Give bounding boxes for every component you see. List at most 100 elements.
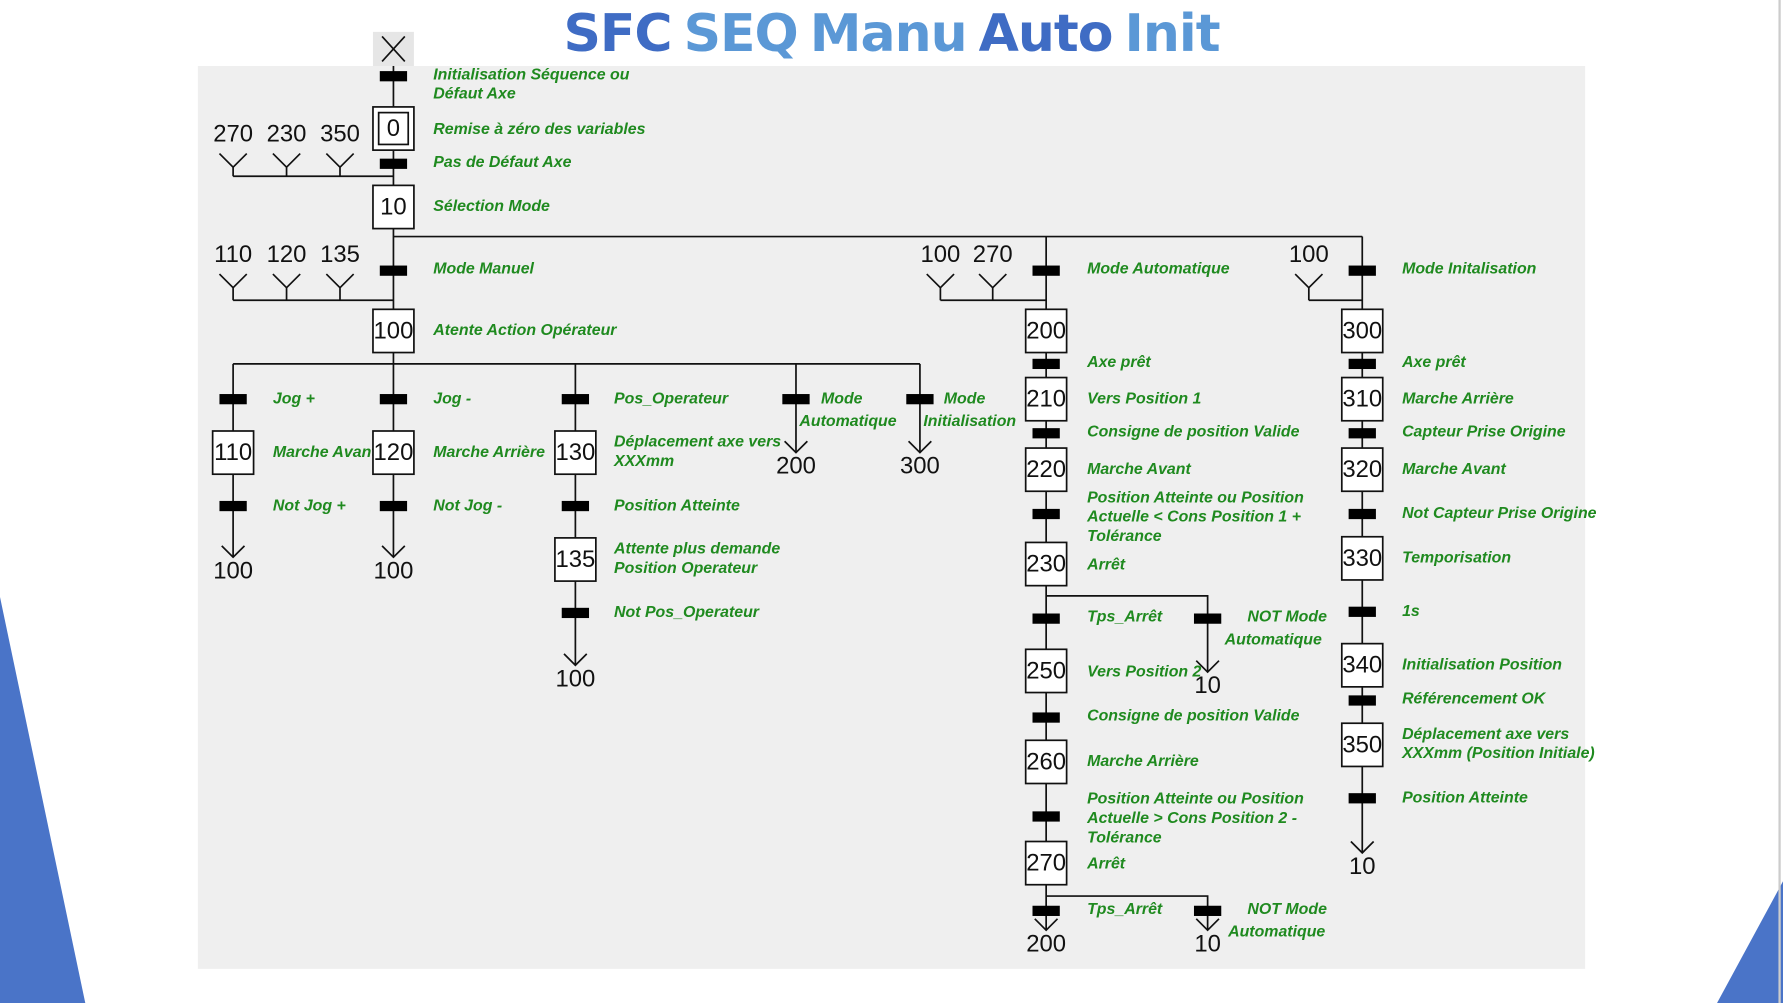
transition-label: Défaut Axe: [433, 86, 516, 103]
transition-label: Mode: [821, 390, 863, 407]
step-320-box: [1340, 447, 1384, 493]
jump-in-connector-icon: [978, 273, 1007, 301]
transition-label: Automatique: [798, 413, 896, 430]
step-10-number: 10: [380, 193, 407, 220]
step-135-label: Position Operateur: [614, 560, 758, 577]
step-250-box: [1024, 648, 1068, 694]
step-270-number: 270: [1026, 850, 1066, 877]
transition-label: 1s: [1402, 603, 1420, 620]
link-line: [1046, 595, 1209, 673]
transition-label: NOT Mode: [1247, 609, 1327, 626]
step-200-box: [1024, 308, 1068, 354]
title-part-auto: Auto: [978, 4, 1114, 64]
step-110-number: 110: [214, 439, 252, 466]
right-decoration-triangle: [1717, 881, 1783, 1003]
step-310-box: [1340, 376, 1384, 422]
jump-to-step-300: 300: [900, 453, 940, 480]
step-100-label: Atente Action Opérateur: [432, 322, 617, 339]
transition-bar: [561, 394, 590, 405]
step-230-box: [1024, 541, 1068, 587]
step-210-label: Vers Position 1: [1087, 390, 1201, 407]
step-350-number: 350: [1342, 731, 1382, 758]
step-130-number: 130: [555, 439, 595, 466]
step-250-number: 250: [1026, 657, 1066, 684]
jump-arrow-icon: [221, 545, 246, 559]
transition-bar: [906, 394, 934, 405]
transition-label: Position Atteinte: [1402, 789, 1528, 806]
transition-label: Tps_Arrêt: [1087, 609, 1163, 626]
jump-to-step-200: 200: [776, 453, 816, 480]
jump-from-step-120: 120: [267, 241, 307, 268]
transition-label: Tolérance: [1087, 528, 1162, 545]
transition-bar: [379, 265, 408, 276]
step-120-box: [372, 430, 415, 476]
transition-bar: [1032, 905, 1060, 916]
step-260-box: [1024, 739, 1068, 785]
step-270-box: [1024, 840, 1068, 886]
transition-label: Tps_Arrêt: [1087, 901, 1163, 918]
step-340-box: [1340, 642, 1384, 688]
jump-in-connector-icon: [218, 152, 248, 177]
transition-label: Position Atteinte: [614, 497, 740, 514]
transition-bar: [219, 394, 247, 405]
step-340-number: 340: [1342, 652, 1382, 679]
step-260-label: Marche Arrière: [1087, 753, 1199, 770]
step-320-number: 320: [1342, 456, 1382, 483]
transition-label: Initialisation Séquence ou: [433, 66, 629, 83]
jump-in-connector-icon: [325, 152, 355, 177]
transition-label: Position Atteinte ou Position: [1087, 489, 1304, 506]
jump-arrow-icon: [1195, 660, 1220, 674]
transition-bar: [1348, 358, 1376, 370]
step-220-box: [1024, 447, 1068, 493]
transition-bar: [1032, 712, 1060, 723]
step-120-number: 120: [374, 439, 414, 466]
transition-bar: [1348, 508, 1376, 520]
step-135-number: 135: [555, 546, 595, 573]
transition-label: Actuelle > Cons Position 2 -: [1086, 810, 1297, 827]
jump-from-step-230: 230: [267, 121, 307, 148]
transition-bar: [1193, 613, 1222, 624]
transition-label: Mode Automatique: [1087, 261, 1230, 278]
step-200-number: 200: [1026, 317, 1066, 344]
transition-bar: [219, 500, 247, 512]
step-230-label: Arrêt: [1086, 556, 1126, 573]
left-decoration-triangle: [0, 597, 86, 1003]
step-110-box: [211, 430, 255, 476]
transition-bar: [1348, 428, 1376, 439]
step-0-box: [372, 106, 415, 151]
initial-x-icon: [381, 35, 406, 63]
transition-bar: [561, 607, 590, 619]
jump-from-step-100: 100: [1289, 241, 1329, 268]
jump-to-step-200: 200: [1026, 930, 1066, 957]
step-120-label: Marche Arrière: [433, 444, 545, 461]
jump-from-step-350: 350: [320, 121, 360, 148]
title-part-sfc: SFC: [563, 4, 672, 64]
transition-label: Axe prêt: [1401, 354, 1466, 371]
jump-from-step-135: 135: [320, 241, 360, 268]
jump-in-connector-icon: [218, 273, 248, 301]
step-270-label: Arrêt: [1086, 855, 1126, 872]
transition-label: Not Jog -: [433, 497, 502, 514]
transition-label: Not Pos_Operateur: [614, 604, 760, 621]
transition-label: Mode Manuel: [433, 261, 534, 278]
step-250-label: Vers Position 2: [1087, 663, 1201, 680]
step-220-number: 220: [1026, 456, 1066, 483]
transition-label: Pos_Operateur: [614, 390, 729, 407]
jump-from-step-270: 270: [973, 241, 1013, 268]
step-230-number: 230: [1026, 550, 1066, 577]
transition-label: Mode: [944, 390, 986, 407]
step-10-label: Sélection Mode: [433, 198, 550, 215]
link-line: [1046, 895, 1209, 931]
transition-label: Tolérance: [1087, 829, 1162, 846]
jump-in-connector-icon: [1294, 273, 1324, 301]
transition-label: Actuelle < Cons Position 1 +: [1086, 509, 1301, 526]
transition-bar: [782, 394, 810, 405]
step-100-box: [372, 308, 415, 354]
transition-bar: [1032, 508, 1060, 520]
step-220-label: Marche Avant: [1087, 461, 1191, 478]
jump-to-step-10: 10: [1349, 853, 1376, 880]
jump-to-step-10: 10: [1194, 930, 1221, 957]
